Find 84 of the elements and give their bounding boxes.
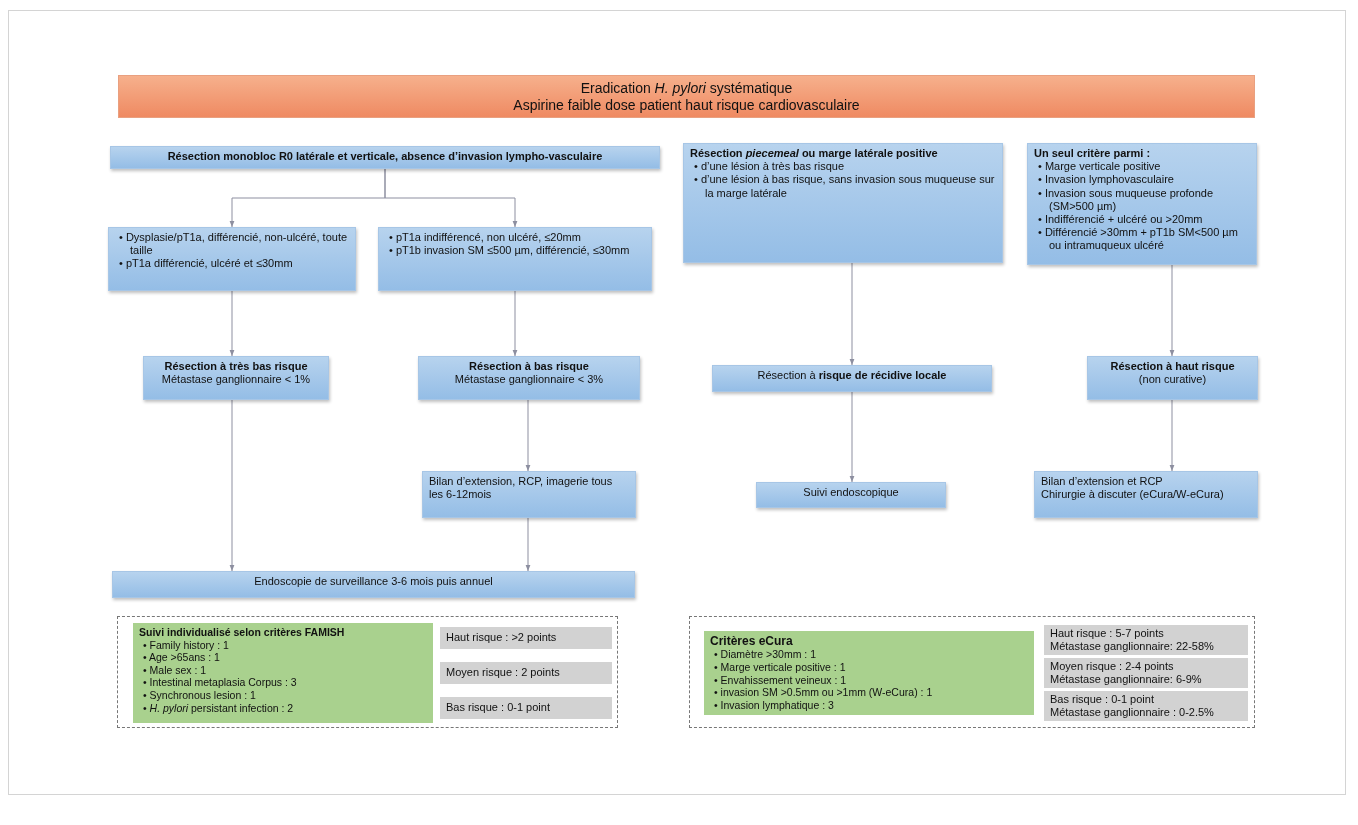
bullet-item: • Différencié >30mm + pT1b SM<500 µm ou intramuqueux ulcéré [1038, 226, 1239, 253]
box-heading: Critères eCura [710, 634, 794, 649]
process-box [1034, 471, 1258, 518]
bullet-item: • invasion SM >0.5mm ou >1mm (W-eCura) : 1 [714, 686, 934, 699]
banner-text: Eradication H. pylori systématique [580, 79, 793, 97]
arrow [1169, 399, 1175, 472]
box-text: Métastase ganglionnaire: 6-9% [1050, 673, 1203, 687]
arrow [512, 290, 518, 357]
bullet-item: • d’une lésion à bas risque, sans invasion sous muqueuse sur la marge latérale [694, 173, 996, 200]
arrow [849, 391, 855, 483]
outcome-box [143, 356, 329, 400]
box-text: Suivi endoscopique [802, 486, 900, 500]
arrow [849, 262, 855, 366]
bullet-item: • pT1a différencié, ulcéré et ≤30mm [119, 257, 294, 271]
outcome-box [418, 356, 640, 400]
risk-box [1044, 625, 1248, 655]
arrow [1169, 264, 1175, 357]
bullet-item: • Envahissement veineux : 1 [714, 673, 848, 687]
criteria-box [378, 227, 652, 291]
risk-box [440, 662, 612, 684]
bullet-item: • Invasion sous muqueuse profonde (SM>500 µm) [1038, 186, 1215, 213]
bullet-item: • Dysplasie/pT1a, différencié, non-ulcéré, toute taille [119, 231, 349, 258]
bullet-item: • Family history : 1 [143, 638, 230, 652]
box-text: Bilan d’extension et RCP [1041, 475, 1164, 489]
box-text: Haut risque : >2 points [446, 631, 558, 645]
box-text: Bas risque : 0-1 point [446, 701, 551, 715]
bullet-item: • Invasion lymphovasculaire [1038, 173, 1175, 187]
box-text: (non curative) [1137, 373, 1208, 387]
box-text: Résection monobloc R0 latérale et verticale, absence d’invasion lympho-vasculaire [166, 150, 604, 164]
arrow [525, 399, 531, 472]
bullet-item: • Marge verticale positive : 1 [714, 661, 847, 674]
box-heading: Résection à bas risque [468, 360, 590, 374]
box-text: Bilan d’extension, RCP, imagerie tous les 6-12mois [429, 475, 614, 502]
bullet-item: • Diamètre >30mm : 1 [714, 648, 817, 661]
score-box [704, 631, 1034, 715]
outcome-box [1087, 356, 1258, 400]
box-text: Résection à risque de récidive locale [756, 369, 948, 383]
bullet-item: • Intestinal metaplasia Corpus : 3 [143, 676, 298, 689]
bullet-item: • Synchronous lesion : 1 [143, 688, 257, 702]
box-heading: Résection à très bas risque [163, 360, 309, 374]
bullet-item: • Marge verticale positive [1038, 160, 1162, 174]
box-text: Métastase ganglionnaire : 0-2.5% [1050, 706, 1215, 720]
arrow [525, 517, 531, 572]
process-box [112, 571, 635, 598]
risk-box [1044, 658, 1248, 688]
process-box [422, 471, 636, 518]
process-box [756, 482, 946, 508]
score-box [133, 623, 433, 723]
arrow [229, 290, 235, 357]
box-text: Métastase ganglionnaire < 1% [160, 373, 312, 387]
dashed-panel [117, 616, 618, 728]
box-text: Métastase ganglionnaire < 3% [453, 373, 605, 387]
box-text: Métastase ganglionnaire: 22-58% [1050, 640, 1215, 654]
bullet-item: • Invasion lymphatique : 3 [714, 698, 835, 712]
bullet-item: • Indifférencié + ulcéré ou >20mm [1038, 212, 1204, 227]
box-text: Moyen risque : 2-4 points [1050, 659, 1175, 673]
header-banner [118, 75, 1255, 118]
risk-box [1044, 691, 1248, 721]
bullet-item: • H. pylori persistant infection : 2 [143, 701, 295, 715]
box-heading: Résection à haut risque [1109, 360, 1236, 374]
arrow [229, 399, 235, 572]
bullet-item: • Male sex : 1 [143, 663, 208, 677]
box-heading: Résection piecemeal ou marge latérale positive [690, 147, 939, 161]
risk-box [440, 627, 612, 649]
box-text: Moyen risque : 2 points [446, 666, 561, 680]
box-heading: Suivi individualisé selon critères FAMISH [139, 626, 346, 639]
criteria-box [1027, 143, 1257, 265]
bullet-item: • d’une lésion à très bas risque [694, 160, 845, 174]
bullet-item: • pT1a indifférencé, non ulcéré, ≤20mm [389, 231, 582, 245]
process-box [110, 146, 660, 169]
criteria-box [108, 227, 356, 291]
risk-box [440, 697, 612, 719]
criteria-box [683, 143, 1003, 263]
box-heading: Un seul critère parmi : [1034, 147, 1152, 161]
box-text: Haut risque : 5-7 points [1050, 626, 1165, 640]
banner-text: Aspirine faible dose patient haut risque cardiovasculaire [513, 96, 860, 114]
dashed-panel [689, 616, 1255, 728]
bullet-item: • Age >65ans : 1 [143, 651, 221, 664]
outcome-box [712, 365, 992, 392]
box-text: Chirurgie à discuter (eCura/W-eCura) [1041, 488, 1225, 502]
bullet-item: • pT1b invasion SM ≤500 µm, différencié, ≤30mm [389, 244, 631, 258]
box-text: Bas risque : 0-1 point [1050, 692, 1155, 706]
arrow [384, 168, 518, 228]
box-text: Endoscopie de surveillance 3-6 mois puis annuel [253, 575, 494, 589]
